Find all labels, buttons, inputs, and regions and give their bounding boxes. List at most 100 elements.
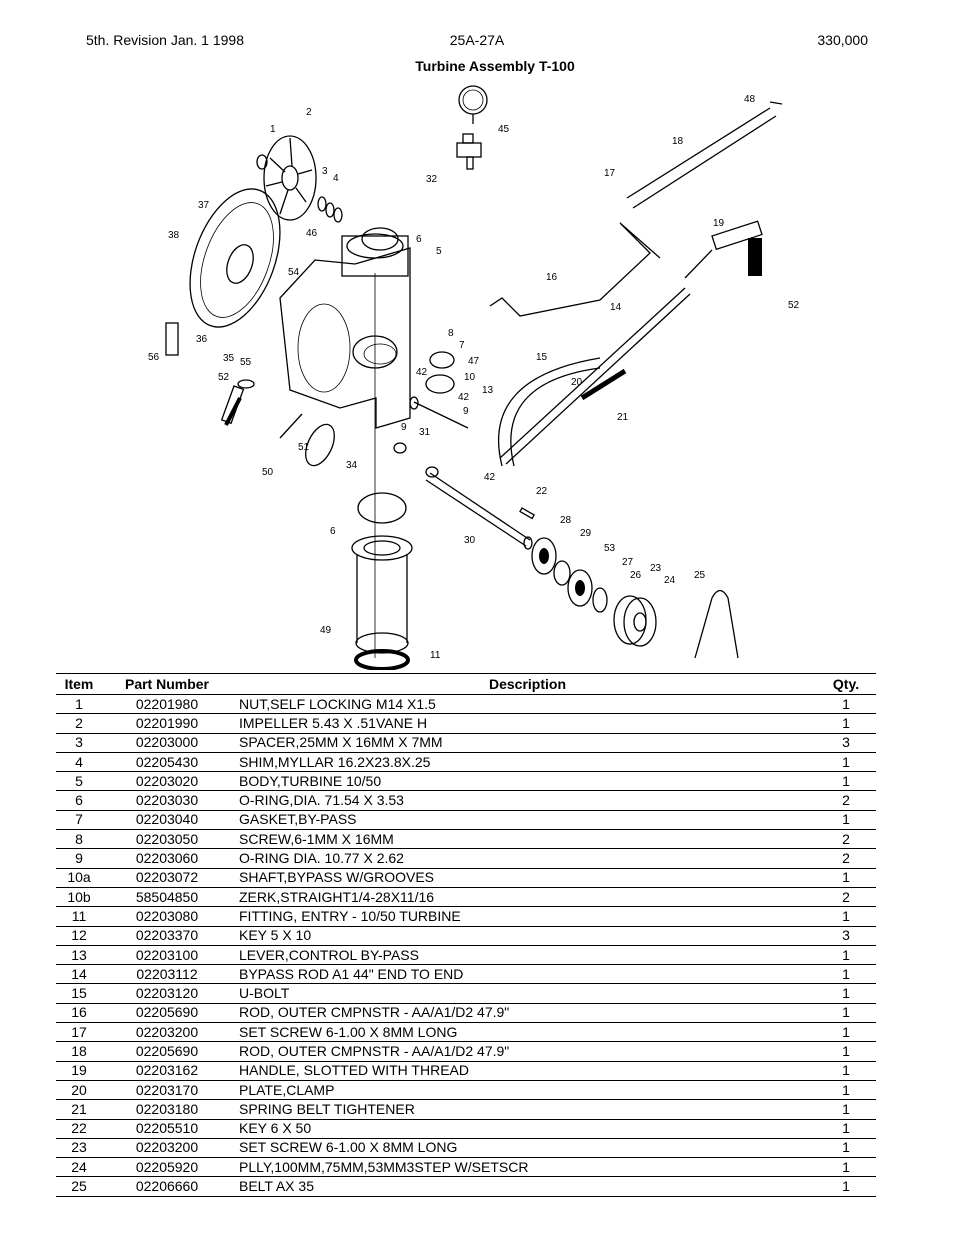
description-cell: BYPASS ROD A1 44" END TO END	[232, 964, 816, 985]
description-cell: LEVER,CONTROL BY-PASS	[232, 945, 816, 966]
item-cell: 13	[56, 945, 102, 966]
part-number-cell: 02205690	[102, 1003, 232, 1024]
callout-28: 28	[560, 515, 572, 526]
qty-cell: 1	[816, 983, 876, 1004]
callout-1: 1	[270, 124, 276, 135]
part-number-cell: 58504850	[102, 887, 232, 908]
part-number-cell: 02203040	[102, 810, 232, 831]
callout-7: 7	[459, 340, 465, 351]
parts-table-header: Item Part Number Description Qty.	[56, 673, 876, 695]
item-cell: 10b	[56, 887, 102, 908]
item-cell: 6	[56, 790, 102, 811]
bypass-rod-14-part	[499, 287, 691, 465]
part-number-cell: 02206660	[102, 1176, 232, 1197]
qty-cell: 1	[816, 713, 876, 734]
part-number-cell: 02203020	[102, 771, 232, 792]
qty-cell: 1	[816, 1003, 876, 1024]
callout-49: 49	[320, 625, 332, 636]
callout-55: 55	[240, 357, 252, 368]
description-cell: SHIM,MYLLAR 16.2X23.8X.25	[232, 752, 816, 773]
spring-part	[580, 368, 627, 401]
callout-42b: 42	[458, 392, 470, 403]
item-cell: 4	[56, 752, 102, 773]
callout-16: 16	[546, 272, 558, 283]
qty-cell: 1	[816, 1119, 876, 1139]
impeller-part	[263, 135, 317, 221]
qty-cell: 1	[816, 1022, 876, 1043]
qty-cell: 1	[816, 868, 876, 888]
callout-56: 56	[148, 352, 160, 363]
model-label: 25A-27A	[449, 32, 505, 48]
qty-cell: 1	[816, 810, 876, 831]
callout-52b: 52	[788, 300, 800, 311]
callout-4: 4	[333, 173, 339, 184]
outer-rod-part	[626, 101, 783, 209]
part-number-cell: 02203370	[102, 926, 232, 946]
item-cell: 14	[56, 964, 102, 985]
description-cell: SHAFT,BYPASS W/GROOVES	[232, 868, 816, 888]
description-cell: SET SCREW 6-1.00 X 8MM LONG	[232, 1138, 816, 1159]
description-cell: SPRING BELT TIGHTENER	[232, 1099, 816, 1120]
item-cell: 5	[56, 771, 102, 792]
belt-part	[694, 589, 739, 659]
part-number-cell: 02203112	[102, 964, 232, 985]
item-cell: 10a	[56, 868, 102, 888]
turbine-shaft-part	[425, 472, 533, 550]
qty-cell: 1	[816, 1176, 876, 1197]
description-cell: KEY 5 X 10	[232, 926, 816, 946]
callout-45: 45	[498, 124, 510, 135]
callout-10: 10	[464, 372, 476, 383]
item-cell: 3	[56, 733, 102, 753]
qty-cell: 1	[816, 694, 876, 715]
qty-cell: 1	[816, 964, 876, 985]
bypass-valve-parts	[393, 351, 469, 478]
item-cell: 24	[56, 1157, 102, 1178]
entry-fitting-part	[351, 535, 413, 670]
item-cell: 18	[56, 1041, 102, 1062]
description-cell: PLLY,100MM,75MM,53MM3STEP W/SETSCR	[232, 1157, 816, 1178]
callout-53: 53	[604, 543, 616, 554]
callout-labels: 1 2 3 4 5 6 6 7 8 9 9 10 11 13 14 15 16 …	[148, 94, 800, 661]
part-number-cell: 02201990	[102, 713, 232, 734]
item-cell: 17	[56, 1022, 102, 1043]
callout-30: 30	[464, 535, 476, 546]
callout-17: 17	[604, 168, 616, 179]
callout-14: 14	[610, 302, 622, 313]
qty-cell: 1	[816, 771, 876, 792]
description-cell: U-BOLT	[232, 983, 816, 1004]
callout-31: 31	[419, 427, 431, 438]
callout-21: 21	[617, 412, 629, 423]
control-lever-part	[497, 357, 601, 467]
callout-6: 6	[416, 234, 422, 245]
item-cell: 12	[56, 926, 102, 946]
callout-37: 37	[198, 200, 210, 211]
callout-24: 24	[664, 575, 676, 586]
part-number-cell: 02203120	[102, 983, 232, 1004]
part-number-cell: 02203072	[102, 868, 232, 888]
callout-23: 23	[650, 563, 662, 574]
item-cell: 19	[56, 1061, 102, 1081]
part-number-cell: 02203200	[102, 1138, 232, 1159]
callout-3: 3	[322, 166, 328, 177]
item-cell: 20	[56, 1080, 102, 1101]
callout-54: 54	[288, 267, 300, 278]
description-cell: HANDLE, SLOTTED WITH THREAD	[232, 1061, 816, 1081]
callout-9b: 9	[463, 406, 469, 417]
gauge-part	[458, 85, 488, 124]
description-cell: FITTING, ENTRY - 10/50 TURBINE	[232, 906, 816, 927]
item-cell: 21	[56, 1099, 102, 1120]
item-cell: 7	[56, 810, 102, 831]
